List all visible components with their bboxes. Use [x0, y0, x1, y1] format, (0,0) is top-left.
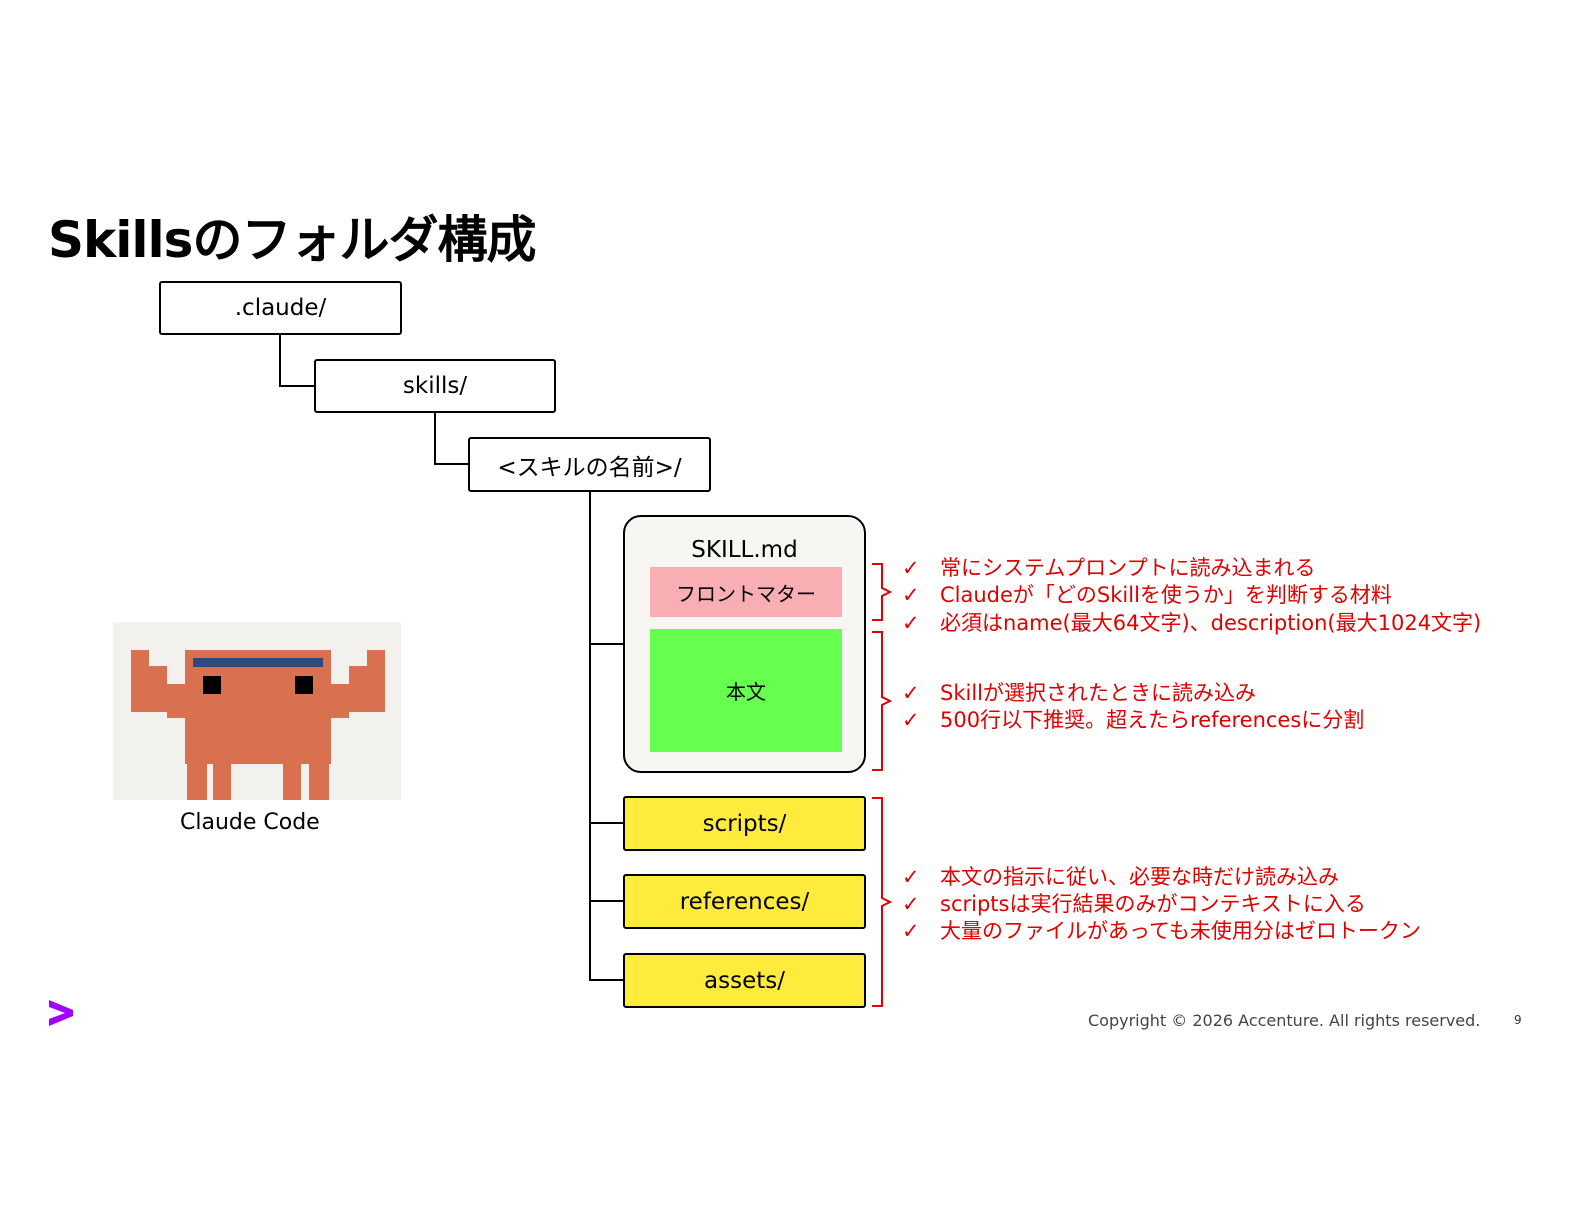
note-text: 500行以下推奨。超えたらreferencesに分割: [940, 708, 1365, 732]
folder-scripts: scripts/: [623, 796, 866, 851]
skill-md-file: SKILL.md フロントマター 本文: [623, 515, 866, 773]
note-body-2: ✓ 500行以下推奨。超えたらreferencesに分割: [902, 704, 1364, 734]
check-icon: ✓: [902, 611, 920, 635]
note-body-1: ✓ Skillが選択されたときに読み込み: [902, 677, 1256, 707]
connector-claude-skills-h: [279, 385, 315, 387]
check-icon: ✓: [902, 681, 920, 705]
page-number: 9: [1514, 1013, 1522, 1027]
note-resources-3: ✓ 大量のファイルがあっても未使用分はゼロトークン: [902, 915, 1421, 945]
note-frontmatter-3: ✓ 必須はname(最大64文字)、description(最大1024文字): [902, 607, 1481, 637]
mascot-caption: Claude Code: [180, 810, 320, 835]
connector-scripts-h: [589, 822, 624, 824]
check-icon: ✓: [902, 708, 920, 732]
check-icon: ✓: [902, 583, 920, 607]
skill-md-label: SKILL.md: [691, 537, 798, 563]
note-resources-1: ✓ 本文の指示に従い、必要な時だけ読み込み: [902, 861, 1339, 891]
connector-skills-name-h: [434, 463, 470, 465]
folder-assets: assets/: [623, 953, 866, 1008]
copyright-text: Copyright © 2026 Accenture. All rights r…: [1088, 1011, 1481, 1030]
brace-frontmatter: [872, 563, 893, 621]
check-icon: ✓: [902, 892, 920, 916]
connector-skills-name-v: [434, 412, 436, 464]
note-text: Claudeが「どのSkillを使うか」を判断する材料: [940, 583, 1392, 607]
note-text: Skillが選択されたときに読み込み: [940, 681, 1256, 705]
connector-skillmd-h: [589, 643, 624, 645]
check-icon: ✓: [902, 919, 920, 943]
note-text: 常にシステムプロンプトに読み込まれる: [940, 556, 1316, 580]
claude-code-mascot-icon: [113, 622, 401, 800]
check-icon: ✓: [902, 865, 920, 889]
note-frontmatter-1: ✓ 常にシステムプロンプトに読み込まれる: [902, 552, 1315, 582]
note-text: 必須はname(最大64文字)、description(最大1024文字): [940, 611, 1482, 635]
brace-body: [872, 631, 893, 771]
folder-references: references/: [623, 874, 866, 929]
folder-skill-name: <スキルの名前>/: [468, 437, 711, 492]
accenture-logo-icon: [49, 1000, 73, 1026]
connector-references-h: [589, 900, 624, 902]
folder-skills: skills/: [314, 359, 556, 413]
connector-assets-h: [589, 979, 624, 981]
note-text: scriptsは実行結果のみがコンテキストに入る: [940, 892, 1366, 916]
connector-name-trunk: [589, 490, 591, 981]
connector-claude-skills-v: [279, 334, 281, 386]
note-text: 大量のファイルがあっても未使用分はゼロトークン: [940, 919, 1421, 943]
note-resources-2: ✓ scriptsは実行結果のみがコンテキストに入る: [902, 888, 1366, 918]
frontmatter-block: フロントマター: [650, 567, 842, 617]
note-text: 本文の指示に従い、必要な時だけ読み込み: [940, 865, 1339, 889]
brace-resources: [872, 797, 893, 1007]
folder-claude: .claude/: [159, 281, 402, 335]
body-block: 本文: [650, 629, 842, 752]
page-title: Skillsのフォルダ構成: [48, 211, 536, 269]
check-icon: ✓: [902, 556, 920, 580]
note-frontmatter-2: ✓ Claudeが「どのSkillを使うか」を判断する材料: [902, 579, 1392, 609]
